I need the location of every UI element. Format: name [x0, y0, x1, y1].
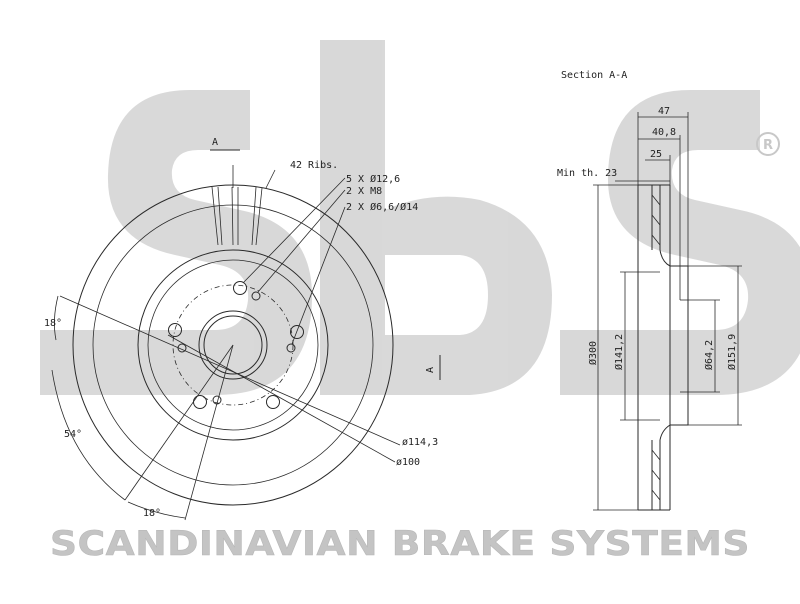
section-marker-label-right: A — [425, 367, 436, 373]
rib — [211, 186, 223, 246]
hat-outer-circle — [137, 249, 329, 441]
hole-leader — [257, 189, 346, 293]
pcd-leader-line — [59, 295, 401, 446]
angle-label-1: 18° — [44, 318, 62, 329]
section-marker-top: A — [210, 137, 240, 151]
disc-edges — [638, 184, 670, 511]
rib — [231, 186, 239, 246]
pcd-circle — [172, 284, 294, 406]
cooling-ribs — [211, 186, 263, 246]
friction-faces — [637, 185, 671, 510]
diameter-label-300: Ø300 — [587, 341, 599, 365]
screw-hole — [286, 343, 296, 353]
section-marker-right: A — [425, 355, 441, 380]
angle-arc — [127, 501, 186, 519]
bolt-hole — [233, 281, 247, 295]
section-marker-label: A — [212, 137, 218, 148]
ribs-label: 42 Ribs. — [290, 160, 338, 171]
disc-section-view — [593, 112, 742, 511]
sbs-logo-watermark — [40, 40, 800, 395]
threaded-hole — [251, 291, 261, 301]
bolt-hole — [193, 395, 207, 409]
width-label-40-8: 40,8 — [652, 127, 676, 138]
disc-friction-ring — [92, 204, 374, 486]
pcd-label-2: ø100 — [396, 457, 420, 468]
brand-name: SCANDINAVIAN BRAKE SYSTEMS — [50, 524, 750, 564]
pcd-leader-line — [167, 334, 396, 463]
hole-note-1: 5 X Ø12,6 — [346, 173, 400, 185]
width-label-25: 25 — [650, 149, 662, 160]
hole-leader — [242, 177, 346, 284]
diameter-label-141: Ø141,2 — [613, 334, 625, 370]
width-label-47: 47 — [658, 106, 670, 117]
center-bore-outer — [198, 310, 268, 380]
angle-arc — [51, 369, 126, 501]
pcd-label-1: ø114,3 — [402, 437, 438, 448]
diameter-label-151: Ø151,9 — [726, 334, 738, 370]
rib — [251, 186, 263, 246]
hole-leader — [291, 206, 346, 345]
angle-arc — [54, 295, 59, 341]
registered-mark: R — [756, 132, 780, 156]
center-bore-inner — [203, 315, 263, 375]
bolt-hole — [266, 395, 280, 409]
diameter-label-64: Ø64,2 — [703, 340, 715, 370]
angle-label-3: 18° — [143, 508, 161, 519]
ribs-leader — [265, 169, 276, 189]
hat-inner-circle — [147, 259, 319, 431]
angle-line — [184, 344, 234, 521]
hole-note-2: 2 X M8 — [346, 186, 382, 197]
angle-label-2: 54° — [64, 429, 82, 440]
bolt-hole — [290, 325, 304, 339]
section-title: Section A-A — [561, 70, 627, 81]
min-thickness-label: Min th. 23 — [557, 168, 617, 179]
disc-front-view — [51, 165, 401, 521]
vent-hatch — [651, 194, 661, 501]
hole-note-3: 2 X Ø6,6/Ø14 — [346, 201, 418, 213]
angle-line — [124, 344, 234, 501]
registered-symbol: R — [763, 138, 773, 153]
bolt-hole — [168, 323, 182, 337]
